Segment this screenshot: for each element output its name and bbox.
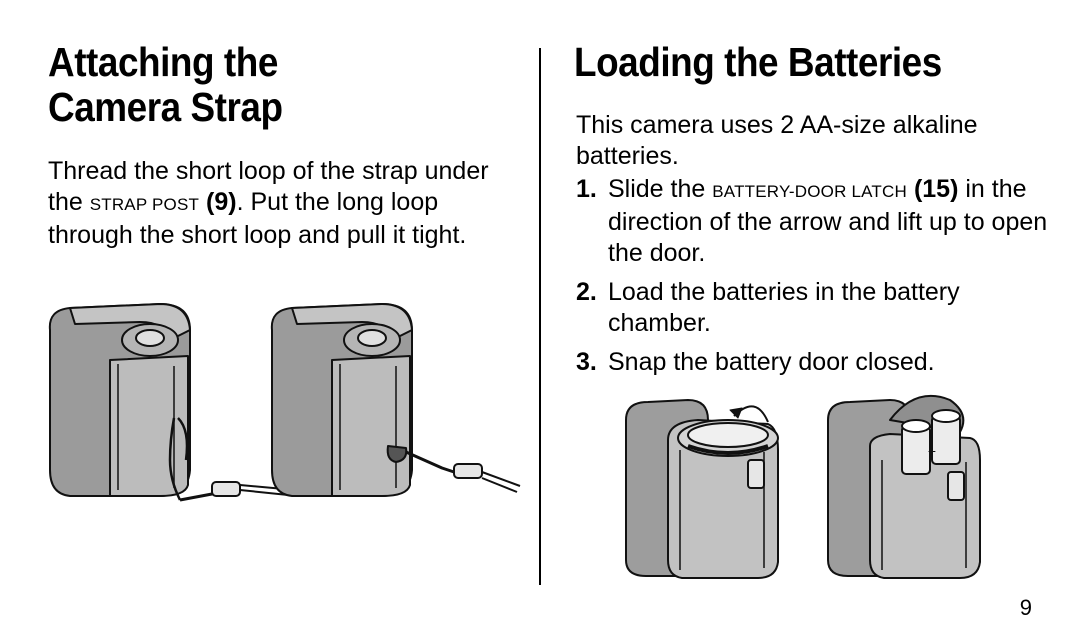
- battery-steps-list: 1. Slide the BATTERY-DOOR LATCH (15) in …: [576, 174, 1056, 386]
- step3-text: Snap the battery door closed.: [608, 348, 935, 376]
- list-item: 3. Snap the battery door closed.: [576, 347, 1056, 378]
- left-column: Attaching the Camera Strap Thread the sh…: [48, 40, 518, 250]
- svg-text:+: +: [928, 443, 936, 459]
- right-column: Loading the Batteries This camera uses 2…: [574, 40, 1054, 377]
- step2-text: Load the batteries in the battery chambe…: [608, 278, 960, 337]
- step1-text-a: Slide the: [608, 175, 713, 203]
- batteries-loaded-illustration: +: [827, 395, 981, 579]
- camera-strap-illustration-1: [48, 303, 299, 502]
- page-number: 9: [1019, 595, 1032, 620]
- list-item: 2. Load the batteries in the battery cha…: [576, 277, 1056, 339]
- batteries-intro: This camera uses 2 AA-size alkaline batt…: [576, 111, 978, 170]
- list-item: 1. Slide the BATTERY-DOOR LATCH (15) in …: [576, 174, 1056, 269]
- strap-text-a: Thread the short loop of the strap under…: [48, 157, 489, 216]
- step-number: 1.: [576, 175, 597, 203]
- strap-instructions: Thread the short loop of the strap under…: [48, 156, 518, 251]
- strap-post-ref: (9): [206, 188, 237, 216]
- battery-door-latch-ref: (15): [913, 175, 959, 203]
- step-number: 2.: [576, 278, 597, 306]
- strap-title-line1: Attaching the: [48, 39, 278, 85]
- strap-post-label: STRAP POST: [89, 195, 200, 214]
- batteries-section-title: Loading the Batteries: [574, 39, 942, 85]
- column-divider: [539, 48, 541, 585]
- strap-title-line2: Camera Strap: [48, 84, 283, 130]
- strap-section-title: Attaching the Camera Strap: [48, 40, 516, 130]
- step1-text-b: in the direction of the arrow and lift u…: [608, 175, 1048, 267]
- strap-text-b: . Put the long loop through the short lo…: [48, 188, 467, 249]
- camera-strap-illustration-2: [270, 303, 521, 497]
- step-number: 3.: [576, 348, 597, 376]
- battery-door-latch-label: BATTERY-DOOR LATCH: [712, 182, 907, 201]
- battery-door-open-illustration: [625, 399, 779, 579]
